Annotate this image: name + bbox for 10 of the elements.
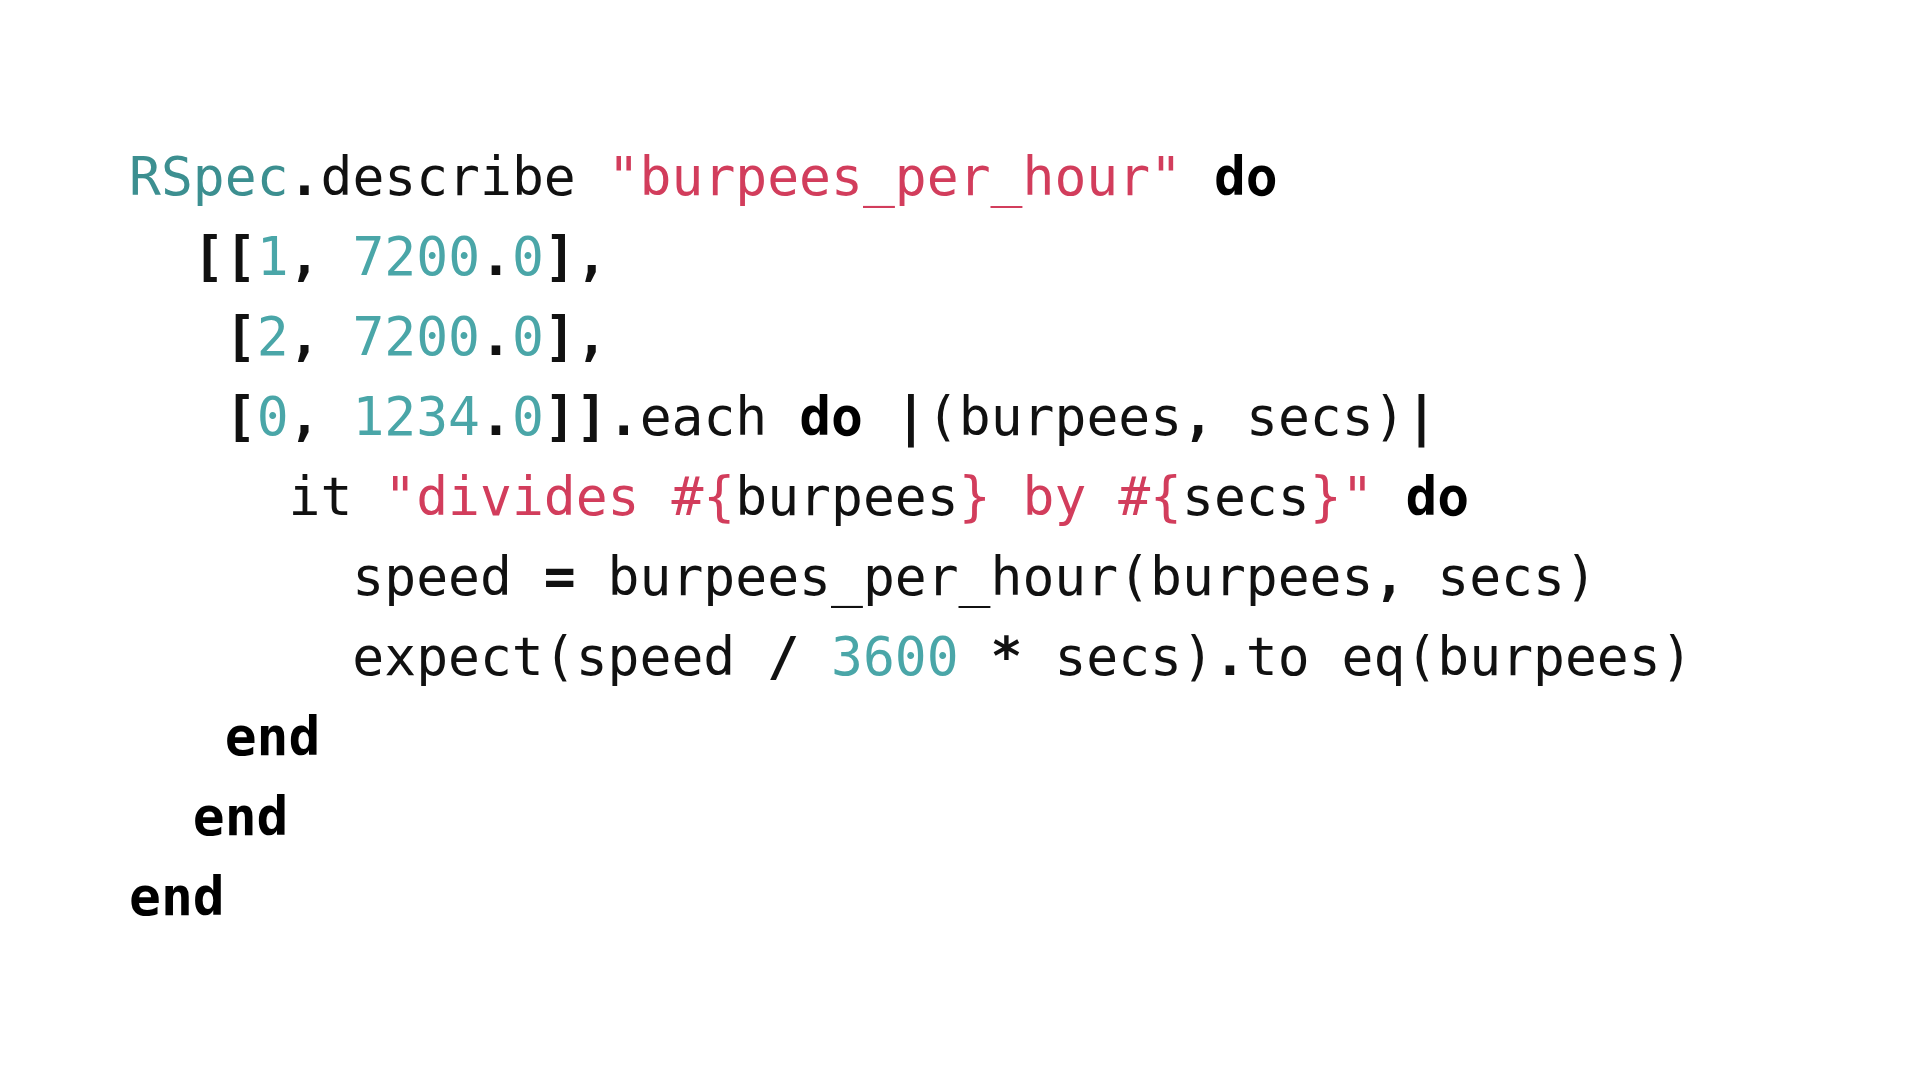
code-line: [0, 1234.0]].each do |(burpees, secs)| (224, 385, 1438, 449)
code-line: end (192, 785, 289, 849)
code-line: [2, 7200.0], (224, 305, 608, 369)
code-line: expect(speed / 3600 * secs).to eq(burpees) (352, 625, 1693, 689)
code-line: it "divides #{burpees} by #{secs}" do (288, 465, 1470, 529)
code-line: [[1, 7200.0], (192, 225, 608, 289)
code-line: end (224, 705, 321, 769)
code-line: end (129, 865, 225, 929)
code-line: RSpec.describe "burpees_per_hour" do (129, 145, 1278, 209)
code-line: speed = burpees_per_hour(burpees, secs) (352, 545, 1597, 609)
